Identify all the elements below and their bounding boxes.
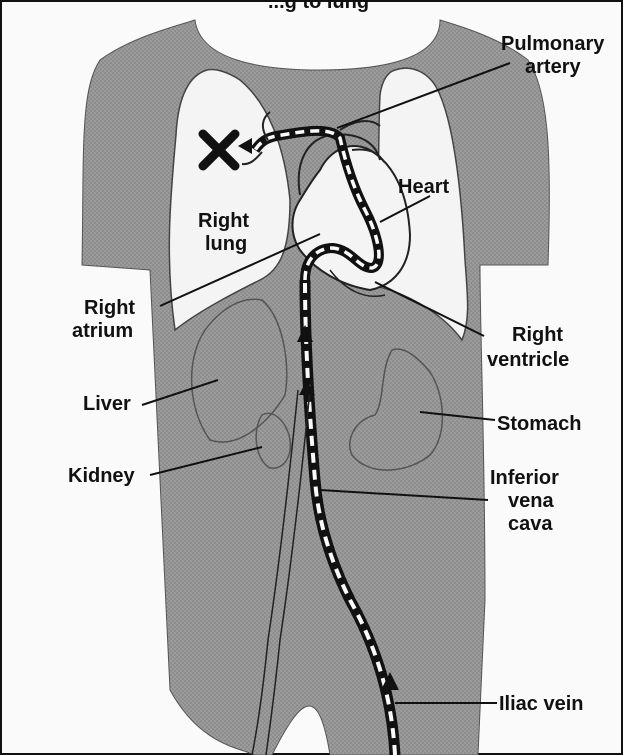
- label-right-lung-line1: Right: [198, 210, 249, 232]
- label-right-ventricle-line1: Right: [512, 324, 563, 346]
- label-inferior-vena-cava-line3: cava: [508, 513, 553, 535]
- title-fragment: ...g to lung: [268, 0, 369, 13]
- label-heart: Heart: [398, 176, 449, 198]
- label-liver: Liver: [83, 393, 131, 415]
- label-right-atrium-line2: atrium: [72, 320, 133, 342]
- label-pulmonary-artery-line2: artery: [525, 56, 581, 78]
- label-inferior-vena-cava-line1: Inferior: [490, 467, 559, 489]
- label-stomach: Stomach: [497, 413, 581, 435]
- label-pulmonary-artery-line1: Pulmonary: [501, 33, 605, 55]
- label-right-ventricle-line2: ventricle: [487, 349, 569, 371]
- label-kidney: Kidney: [68, 465, 136, 487]
- label-right-lung-line2: lung: [205, 233, 247, 255]
- label-iliac-vein: Iliac vein: [499, 693, 584, 715]
- label-right-atrium-line1: Right: [84, 297, 135, 319]
- label-inferior-vena-cava-line2: vena: [508, 490, 554, 512]
